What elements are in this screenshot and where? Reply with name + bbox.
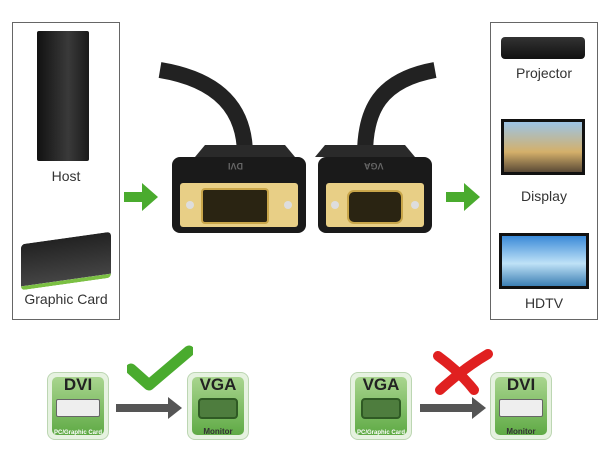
output-panel: Projector Display HDTV	[490, 22, 598, 320]
source-panel: Host Graphic Card	[12, 22, 120, 320]
green-arrow-icon	[124, 183, 158, 211]
hdtv-label: HDTV	[524, 295, 564, 311]
tile-subtitle: Monitor	[203, 427, 233, 436]
dvi-port-icon	[56, 399, 100, 417]
graphic-card-image	[21, 231, 111, 291]
vga-source-tile: VGA PC/Graphic Card	[350, 372, 412, 440]
hdtv-image	[499, 233, 589, 289]
tile-subtitle: PC/Graphic Card	[356, 430, 405, 436]
graphic-card-label: Graphic Card	[24, 291, 108, 307]
host-label: Host	[51, 168, 81, 184]
dvi-connector-mark: DVI	[228, 161, 244, 171]
host-pc-image	[37, 31, 89, 161]
tile-subtitle: Monitor	[506, 427, 536, 436]
arrow-icon	[116, 397, 182, 419]
projector-label: Projector	[515, 65, 573, 81]
dvi-vga-cable-image	[158, 62, 437, 233]
vga-connector-mark: VGA	[364, 161, 384, 171]
display-image	[501, 119, 585, 175]
tile-title: DVI	[63, 375, 93, 394]
tile-title: VGA	[199, 375, 237, 394]
vga-target-tile: VGA Monitor	[187, 372, 249, 440]
arrow-icon	[420, 397, 486, 419]
tile-title: VGA	[362, 375, 400, 394]
tile-title: DVI	[506, 375, 536, 394]
dvi-source-tile: DVI PC/Graphic Card	[47, 372, 109, 440]
display-label: Display	[521, 188, 567, 204]
vga-port-icon	[198, 398, 238, 419]
checkmark-icon	[127, 345, 193, 391]
cross-icon	[433, 349, 493, 395]
green-arrow-icon	[446, 183, 480, 211]
tile-subtitle: PC/Graphic Card	[53, 430, 102, 436]
vga-port-icon	[361, 398, 401, 419]
dvi-target-tile: DVI Monitor	[490, 372, 552, 440]
projector-image	[501, 37, 585, 59]
dvi-port-icon	[499, 399, 543, 417]
